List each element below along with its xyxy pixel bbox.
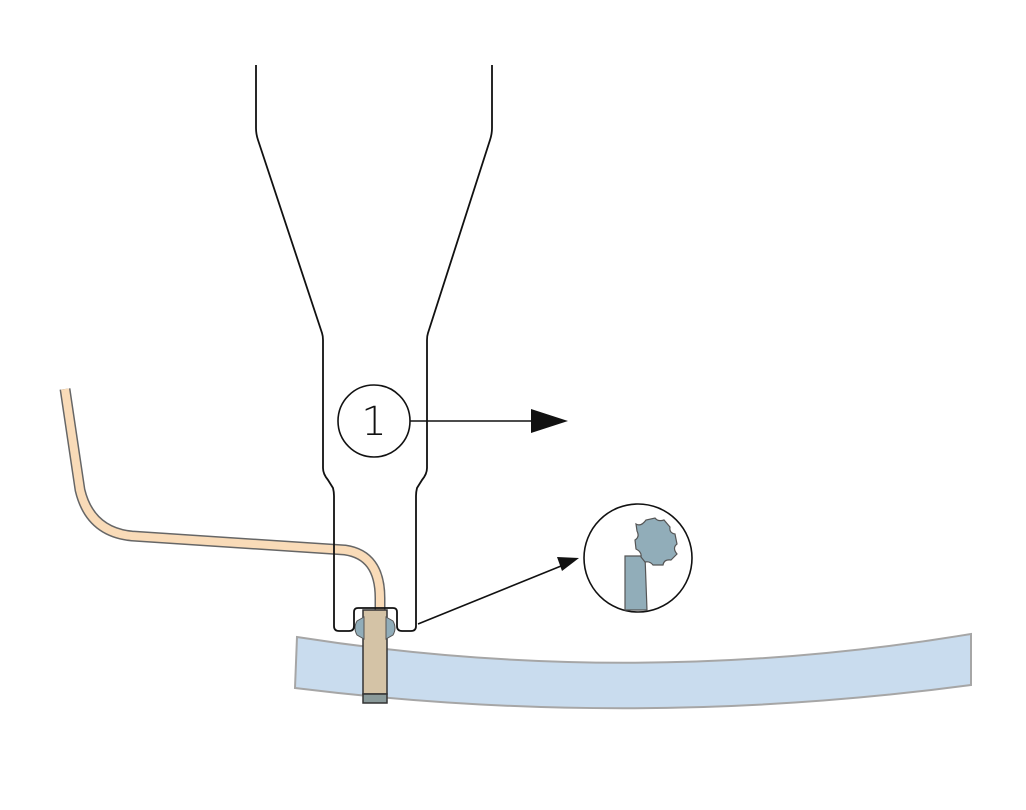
wire — [61, 388, 384, 614]
detail-leader-line — [417, 563, 567, 625]
clip-tab-right — [385, 616, 396, 640]
connector-terminal — [362, 609, 388, 695]
connector-foot — [362, 693, 388, 704]
removal-tool — [255, 65, 493, 632]
pull-direction-arrowhead — [531, 409, 568, 433]
clip-tab-left — [354, 616, 365, 640]
detail-released-clip — [634, 517, 678, 566]
step-number-label: 1 — [361, 399, 386, 445]
detail-leader-arrowhead — [557, 557, 579, 571]
harness-band — [293, 632, 972, 710]
wire-outline — [59, 388, 386, 614]
detail-connector-stub — [624, 555, 648, 611]
